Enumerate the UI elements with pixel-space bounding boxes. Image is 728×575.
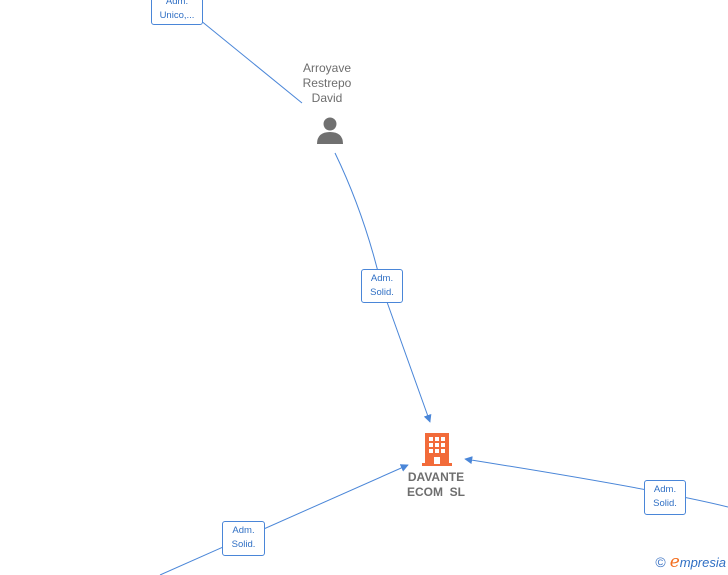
edge-label-line: Adm. bbox=[370, 273, 394, 284]
edge-label-line: Adm. bbox=[165, 0, 189, 7]
person-icon[interactable] bbox=[315, 115, 345, 145]
brand-initial: e bbox=[669, 552, 680, 572]
company-name-line: ECOM SL bbox=[406, 485, 465, 499]
edge-label-line: Adm. bbox=[232, 525, 255, 536]
brand-name: mpresia bbox=[679, 555, 726, 570]
person-node-name[interactable]: Arroyave Restrepo David bbox=[287, 61, 367, 106]
edge-label-line: Unico,... bbox=[159, 10, 195, 21]
person-name-line: David bbox=[311, 91, 343, 105]
edge-label-line: Solid. bbox=[653, 498, 677, 509]
edge-label-line: Solid. bbox=[370, 287, 394, 298]
person-name-line: Restrepo bbox=[302, 76, 352, 90]
edge-label-top-left[interactable]: Adm. Unico,... bbox=[151, 0, 203, 25]
brand-watermark: © empresia bbox=[655, 552, 726, 572]
edge-label-bottom-left[interactable]: Adm. Solid. bbox=[222, 521, 265, 556]
copyright-icon: © bbox=[655, 554, 666, 570]
company-node-name[interactable]: DAVANTE ECOM SL bbox=[386, 470, 486, 500]
edge-label-line: Adm. bbox=[653, 484, 677, 495]
edge-label-line: Solid. bbox=[231, 539, 256, 550]
edge-label-right[interactable]: Adm. Solid. bbox=[644, 480, 686, 515]
edge-bottom-left bbox=[159, 464, 409, 575]
person-name-line: Arroyave bbox=[302, 61, 352, 75]
company-name-line: DAVANTE bbox=[407, 470, 465, 484]
edge-right bbox=[464, 456, 728, 508]
company-building-icon[interactable] bbox=[421, 431, 453, 467]
edge-label-person-company[interactable]: Adm. Solid. bbox=[361, 269, 403, 303]
edge-top-left bbox=[199, 19, 303, 104]
